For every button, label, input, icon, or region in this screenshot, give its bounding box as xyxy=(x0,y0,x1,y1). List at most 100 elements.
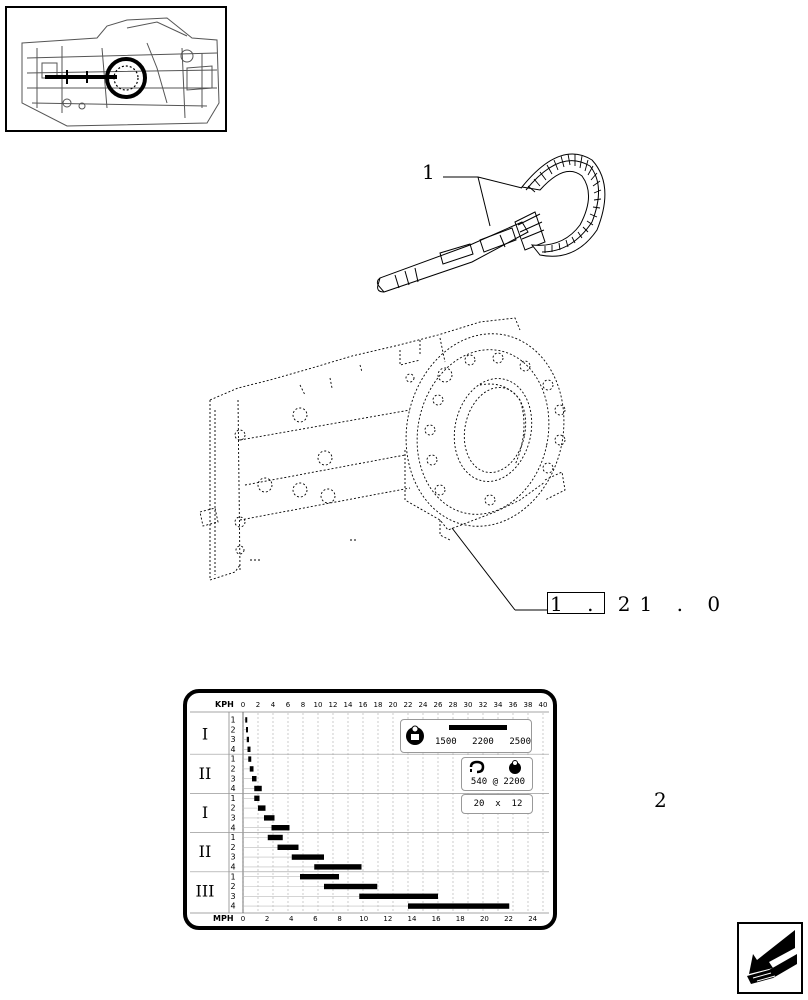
kph-tick-label: 14 xyxy=(344,701,353,709)
gear-number: 4 xyxy=(230,745,235,754)
mph-tick-label: 24 xyxy=(528,915,537,923)
range-group-label: II xyxy=(199,842,212,861)
rpm-range-bar xyxy=(449,725,507,730)
kph-tick-label: 30 xyxy=(464,701,473,709)
speed-bar xyxy=(314,864,362,870)
speed-bar xyxy=(246,727,248,733)
tire-size-box: 20 x 12 xyxy=(461,794,533,814)
mph-tick-label: 20 xyxy=(480,915,489,923)
speed-bar xyxy=(245,717,248,723)
bevel-gear-pinion-drawing xyxy=(376,153,606,293)
range-group-label: III xyxy=(196,881,215,900)
range-group-label: I xyxy=(202,725,208,744)
kph-tick-label: 22 xyxy=(404,701,413,709)
gear-number: 2 xyxy=(230,843,235,852)
mph-tick-label: 2 xyxy=(265,915,269,923)
gear-number: 3 xyxy=(230,735,235,744)
next-page-button[interactable] xyxy=(737,922,803,994)
speed-bar xyxy=(258,805,266,811)
mph-tick-label: 4 xyxy=(289,915,294,923)
speed-bar xyxy=(248,756,252,762)
kph-tick-label: 38 xyxy=(524,701,533,709)
gear-number: 2 xyxy=(230,725,235,734)
kph-axis-label: KPH xyxy=(215,700,234,709)
kph-tick-label: 32 xyxy=(479,701,488,709)
kph-tick-label: 26 xyxy=(434,701,443,709)
arrow-icon xyxy=(747,930,797,984)
gear-number: 4 xyxy=(230,823,235,832)
rpm-value-2: 2200 xyxy=(472,737,494,747)
callout-2: 2 xyxy=(654,788,667,812)
range-group-label: II xyxy=(199,764,212,783)
tractor-locator-drawing xyxy=(21,17,220,127)
gear-number: 3 xyxy=(230,892,235,901)
gear-number: 1 xyxy=(230,794,235,803)
engine-rpm-box: 1500 2200 2500 xyxy=(400,719,532,753)
kph-tick-label: 12 xyxy=(329,701,338,709)
mph-tick-label: 10 xyxy=(359,915,368,923)
mph-tick-label: 6 xyxy=(313,915,318,923)
range-group-label: I xyxy=(202,803,208,822)
speed-bar xyxy=(247,746,251,752)
mph-tick-label: 8 xyxy=(337,915,341,923)
cross-reference-boxed: 1 . 2 xyxy=(550,592,640,616)
kph-tick-label: 4 xyxy=(271,701,276,709)
mph-tick-label: 22 xyxy=(504,915,513,923)
cross-reference-tail: 1 . 0 xyxy=(639,592,730,616)
gear-number: 1 xyxy=(230,755,235,764)
speed-bar xyxy=(249,766,254,772)
speed-bar xyxy=(246,736,249,743)
tire-size-text: 20 x 12 xyxy=(473,799,523,809)
pto-speed-box: 540 @ 2200 xyxy=(461,757,533,791)
mph-axis-label: MPH xyxy=(213,914,234,923)
mph-tick-label: 12 xyxy=(383,915,392,923)
speed-bar xyxy=(291,854,324,860)
speed-bar xyxy=(277,844,299,850)
mph-tick-label: 16 xyxy=(432,915,441,923)
cross-reference-box[interactable] xyxy=(547,592,605,614)
gear-number: 2 xyxy=(230,804,235,813)
kph-tick-label: 0 xyxy=(241,701,245,709)
gear-number: 3 xyxy=(230,774,235,783)
speed-bar xyxy=(254,795,260,801)
speed-bar xyxy=(408,903,510,909)
locator-thumbnail xyxy=(5,6,227,132)
gear-number: 4 xyxy=(230,902,235,911)
gear-number: 3 xyxy=(230,814,235,823)
pto-engine-icon xyxy=(509,760,521,774)
kph-tick-label: 24 xyxy=(419,701,428,709)
kph-tick-label: 16 xyxy=(359,701,368,709)
speed-bar xyxy=(324,883,378,890)
parts-illustration xyxy=(199,153,606,611)
gear-number: 3 xyxy=(230,853,235,862)
gear-number: 4 xyxy=(230,784,235,793)
mph-tick-label: 18 xyxy=(456,915,465,923)
kph-tick-label: 28 xyxy=(449,701,458,709)
kph-tick-label: 36 xyxy=(509,701,518,709)
gear-number: 1 xyxy=(230,716,235,725)
cross-reference-label[interactable]: 1 . 21 . 0 xyxy=(550,592,720,616)
kph-tick-label: 6 xyxy=(286,701,291,709)
reference-leader-line xyxy=(451,527,547,611)
rpm-value-1: 1500 xyxy=(435,737,457,747)
gear-number: 1 xyxy=(230,833,235,842)
kph-tick-label: 2 xyxy=(256,701,260,709)
speed-bar xyxy=(300,874,339,880)
gear-number: 1 xyxy=(230,872,235,881)
gear-number: 2 xyxy=(230,882,235,891)
kph-tick-label: 18 xyxy=(374,701,383,709)
kph-tick-label: 20 xyxy=(389,701,398,709)
kph-tick-label: 40 xyxy=(539,701,548,709)
callout-1: 1 xyxy=(422,160,435,184)
engine-rpm-icon xyxy=(406,725,424,745)
gear-number: 2 xyxy=(230,765,235,774)
mph-tick-label: 0 xyxy=(241,915,245,923)
kph-tick-label: 10 xyxy=(314,701,323,709)
rpm-value-3: 2500 xyxy=(509,737,531,747)
speed-bar xyxy=(267,834,283,841)
speed-bar xyxy=(359,893,438,899)
pto-icon xyxy=(469,760,485,774)
transmission-housing-drawing xyxy=(199,317,566,581)
